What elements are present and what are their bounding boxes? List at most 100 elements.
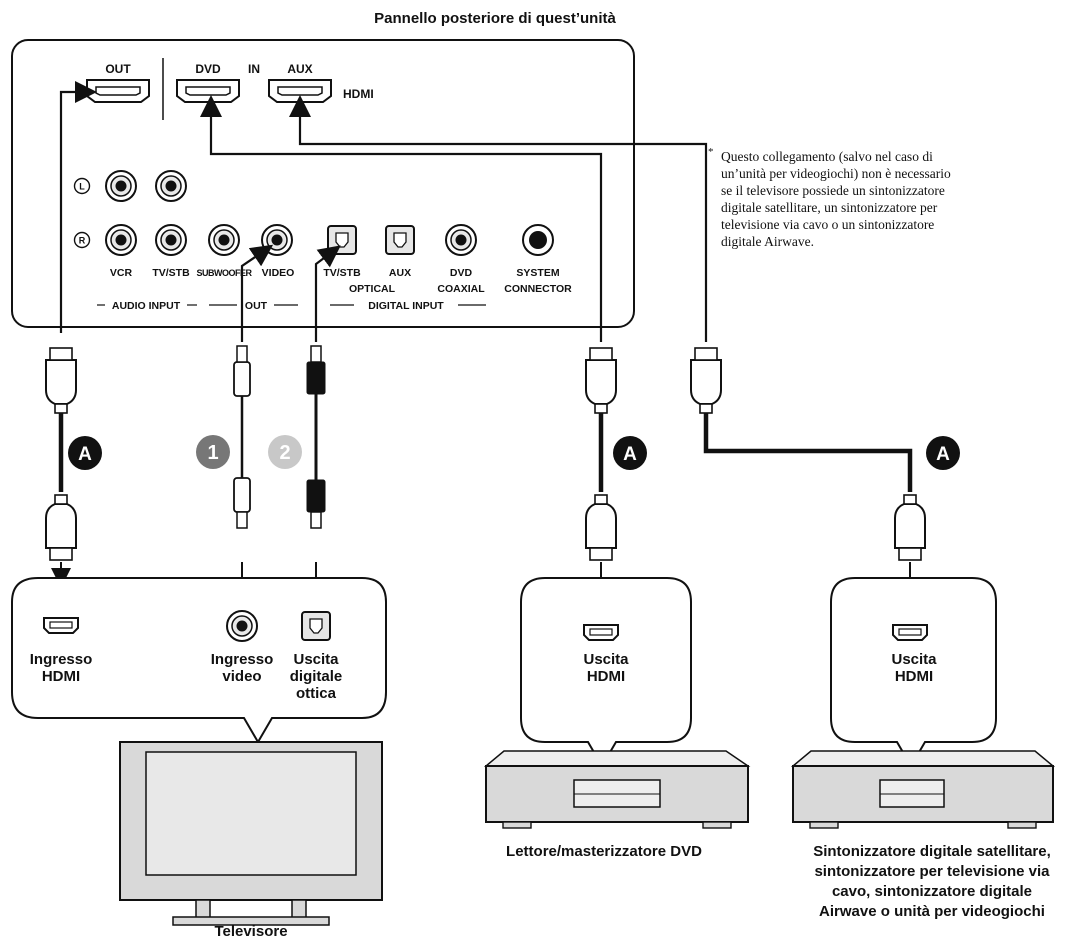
marker-a-tuner-label: A xyxy=(936,444,950,465)
tvstb-r-jack[interactable] xyxy=(155,224,187,256)
dvd-hdmi-output-icon xyxy=(583,624,619,641)
coaxial-dvd-label: DVD xyxy=(450,267,473,279)
vcr-label: VCR xyxy=(110,267,133,279)
hdmi-plug-bottom-tv xyxy=(45,494,77,561)
hdmi-aux-port[interactable] xyxy=(268,79,332,103)
marker-1-badge xyxy=(196,435,230,469)
cable-dvd-arrow xyxy=(200,95,603,342)
footnote-text: Questo collegamento (salvo nel caso di u… xyxy=(721,149,951,249)
cable-aux-arrow xyxy=(289,95,708,342)
digital-input-group-label: DIGITAL INPUT xyxy=(368,300,444,312)
footnote: * Questo collegamento (salvo nel caso di… xyxy=(708,146,951,250)
vcr-r-jack[interactable] xyxy=(105,224,137,256)
tv-stand-right xyxy=(291,899,307,919)
tuner-foot-right xyxy=(1007,821,1037,829)
optical-group-label: OPTICAL xyxy=(349,283,396,295)
system-connector-core xyxy=(529,231,547,249)
marker-a-dvd-label: A xyxy=(623,444,637,465)
system-connector-label-1: SYSTEM xyxy=(516,267,559,279)
dvd-device-top xyxy=(483,750,751,767)
tuner-caption-4: Airwave o unità per videogiochi xyxy=(819,903,1045,920)
hdmi-group-label: HDMI xyxy=(343,87,374,101)
subwoofer-label: SUBWOOFER xyxy=(197,268,253,278)
tuner-hdmi-output-icon xyxy=(892,624,928,641)
left-channel-label: L xyxy=(79,182,85,192)
tv-stand-base xyxy=(172,916,330,926)
footnote-asterisk: * xyxy=(708,146,714,158)
tuner-caption-1: Sintonizzatore digitale satellitare, xyxy=(813,843,1051,860)
hdmi-plug-top-dvd xyxy=(585,347,617,414)
optical-tvstb-label: TV/STB xyxy=(323,267,361,279)
marker-a-tv-badge xyxy=(68,436,102,470)
tv-opt-out-label-2: digitale xyxy=(290,668,343,685)
tuner-device-top xyxy=(790,750,1056,767)
tv-hdmi-in-label-1: Ingresso xyxy=(30,651,93,668)
dvd-foot-left xyxy=(502,821,532,829)
tv-screen xyxy=(145,751,357,876)
marker-2-badge xyxy=(268,435,302,469)
tuner-out-label-2: HDMI xyxy=(895,668,933,685)
tv-hdmi-in-label-2: HDMI xyxy=(42,668,80,685)
vcr-l-jack[interactable] xyxy=(105,170,137,202)
left-channel-badge xyxy=(73,177,91,195)
optical-aux-port[interactable] xyxy=(385,225,415,255)
hdmi-dvd-label: DVD xyxy=(195,62,221,76)
marker-1-label: 1 xyxy=(207,442,218,464)
hdmi-aux-label: AUX xyxy=(287,62,312,76)
right-channel-label: R xyxy=(79,236,86,246)
tv-video-input-jack xyxy=(226,610,258,642)
dvd-out-label-1: Uscita xyxy=(583,651,629,668)
optical-plug-top-tip xyxy=(310,345,322,363)
cable-optical-arrow xyxy=(314,245,341,342)
marker-2-label: 2 xyxy=(279,442,290,464)
tvstb-l-jack[interactable] xyxy=(155,170,187,202)
hdmi-plug-top-tv xyxy=(45,347,77,414)
tv-opt-out-label-3: ottica xyxy=(296,685,337,702)
tv-video-in-label-1: Ingresso xyxy=(211,651,274,668)
dvd-out-label-2: HDMI xyxy=(587,668,625,685)
tv-caption: Televisore xyxy=(214,923,287,939)
marker-a-dvd-badge xyxy=(613,436,647,470)
dvd-caption: Lettore/masterizzatore DVD xyxy=(506,843,702,860)
tv-stand-left xyxy=(195,899,211,919)
video-label: VIDEO xyxy=(262,267,295,279)
hdmi-out-label: OUT xyxy=(105,62,131,76)
video-out-jack[interactable] xyxy=(261,224,293,256)
optical-tvstb-port[interactable] xyxy=(327,225,357,255)
optical-plug-top xyxy=(306,361,326,395)
hdmi-plug-bottom-tuner xyxy=(894,494,926,561)
rca-plug-bottom xyxy=(233,477,251,513)
system-connector-label-2: CONNECTOR xyxy=(504,283,572,295)
marker-a-tv-label: A xyxy=(78,444,92,465)
optical-aux-label: AUX xyxy=(389,267,411,279)
tuner-out-label-1: Uscita xyxy=(891,651,937,668)
tuner-caption-2: sintonizzatore per televisione via xyxy=(814,863,1050,880)
hdmi-plug-top-tuner xyxy=(690,347,722,414)
hdmi-cable-tuner xyxy=(703,413,913,492)
rca-plug-top xyxy=(233,361,251,397)
optical-plug-bottom-tip xyxy=(310,511,322,529)
diagram-title: Pannello posteriore di quest’unità xyxy=(374,10,616,27)
dvd-foot-right xyxy=(702,821,732,829)
rca-plug-bottom-ring xyxy=(236,511,248,529)
audio-input-group-label: AUDIO INPUT xyxy=(112,300,181,312)
subwoofer-jack[interactable] xyxy=(208,224,240,256)
coaxial-dvd-jack[interactable] xyxy=(445,224,477,256)
hdmi-plug-bottom-dvd xyxy=(585,494,617,561)
tv-hdmi-input-icon xyxy=(43,617,79,634)
tuner-foot-left xyxy=(809,821,839,829)
rca-plug-top-ring xyxy=(236,345,248,363)
tv-video-in-label-2: video xyxy=(222,668,261,685)
marker-a-tuner-badge xyxy=(926,436,960,470)
cable-video-arrow xyxy=(240,244,274,342)
coaxial-group-label: COAXIAL xyxy=(437,283,485,295)
tv-optical-output-port xyxy=(301,611,331,641)
hdmi-dvd-port[interactable] xyxy=(176,79,240,103)
hdmi-out-port[interactable] xyxy=(86,79,150,103)
tvstb-audio-label: TV/STB xyxy=(152,267,190,279)
tuner-caption-3: cavo, sintonizzatore digitale xyxy=(832,883,1032,900)
out-group-label: OUT xyxy=(245,300,268,312)
tv-opt-out-label-1: Uscita xyxy=(293,651,339,668)
cable-out-arrow xyxy=(59,81,97,333)
